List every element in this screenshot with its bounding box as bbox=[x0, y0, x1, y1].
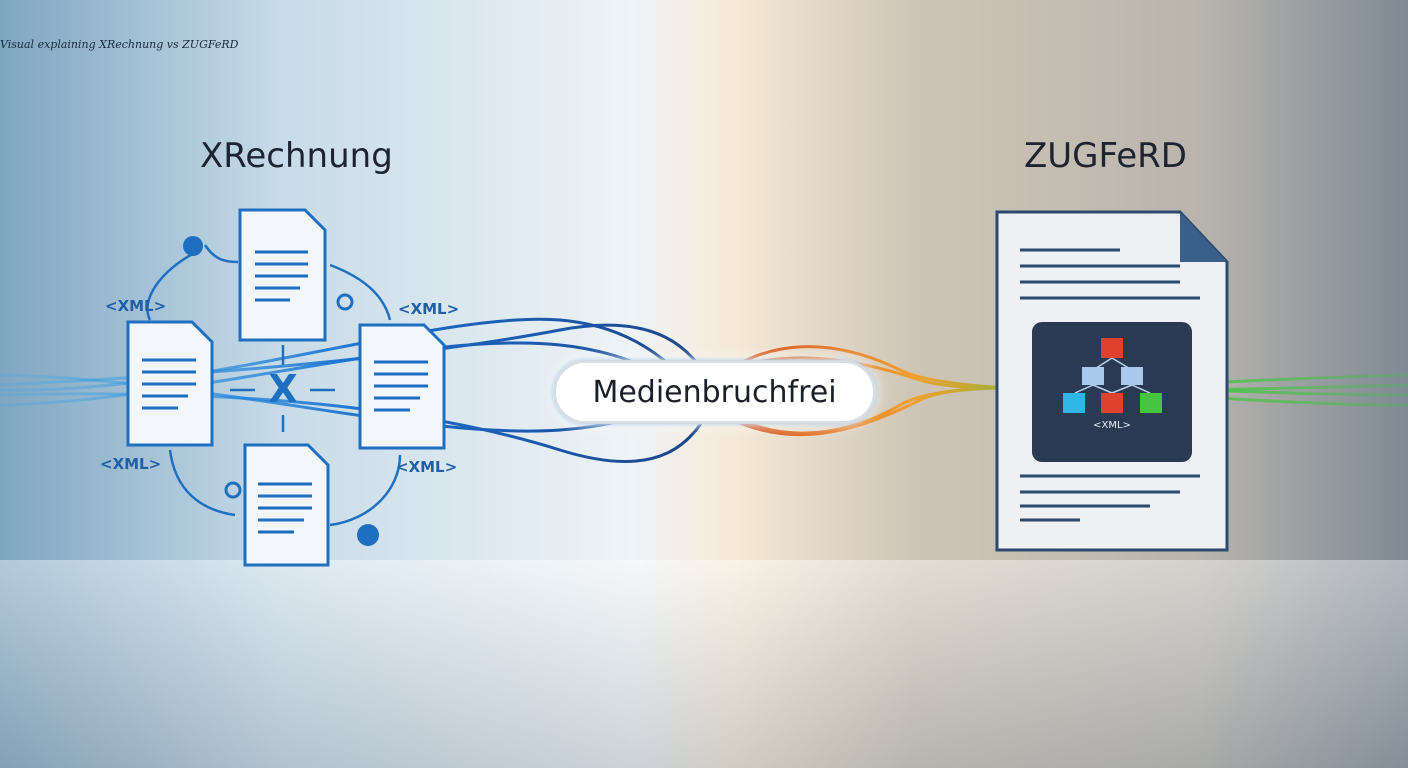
document-icon bbox=[358, 323, 446, 450]
embedded-xml-label: <XML> bbox=[1093, 420, 1131, 431]
xml-node bbox=[1101, 393, 1123, 413]
center-x-symbol: X bbox=[268, 367, 297, 411]
xrechnung-diagram bbox=[146, 244, 402, 527]
document-icon bbox=[243, 443, 330, 567]
xml-node bbox=[1063, 393, 1085, 413]
zugferd-document: <XML> bbox=[995, 210, 1229, 552]
xml-node bbox=[1101, 338, 1123, 358]
medienbruchfrei-badge: Medienbruchfrei bbox=[553, 360, 876, 424]
caption: Visual explaining XRechnung vs ZUGFeRD bbox=[0, 38, 239, 51]
xml-node bbox=[1140, 393, 1162, 413]
xml-label: <XML> bbox=[105, 297, 166, 315]
xrechnung-title: XRechnung bbox=[200, 136, 393, 176]
zugferd-title: ZUGFeRD bbox=[1024, 136, 1187, 176]
floor-reflection bbox=[0, 560, 1408, 768]
xml-label: <XML> bbox=[398, 300, 459, 318]
right-data-stream bbox=[698, 345, 1408, 437]
document-icon bbox=[126, 320, 214, 447]
xml-node bbox=[1082, 367, 1104, 385]
xml-label: <XML> bbox=[396, 458, 457, 476]
xml-node bbox=[1121, 367, 1143, 385]
xrechnung-documents bbox=[126, 208, 446, 567]
xml-label: <XML> bbox=[100, 455, 161, 473]
document-icon bbox=[238, 208, 327, 342]
connector-nodes bbox=[183, 236, 379, 546]
embedded-xml-panel bbox=[1032, 322, 1192, 462]
